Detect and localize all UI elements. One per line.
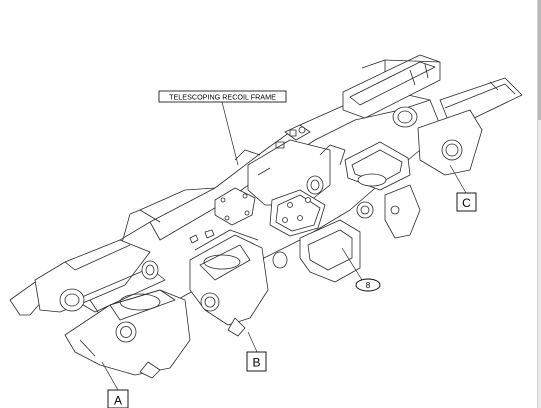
item-8-callout: 8	[355, 278, 381, 292]
left-cover-plate	[214, 187, 256, 226]
label-a-text: A	[114, 394, 122, 408]
center-right-casting	[299, 184, 421, 283]
upper-right-plate	[319, 141, 411, 191]
label-c-text: C	[462, 196, 471, 210]
label-b: B	[246, 351, 267, 372]
right-end-casting	[392, 106, 483, 176]
left-front-frame	[9, 239, 166, 316]
label-a: A	[107, 389, 129, 408]
label-b-text: B	[252, 356, 260, 370]
title-callout: TELESCOPING RECOIL FRAME	[158, 90, 287, 103]
left-lower-casting	[64, 289, 191, 379]
scrollbar-thumb[interactable]	[538, 0, 541, 120]
label-c: C	[456, 192, 477, 212]
callout-title-text: TELESCOPING RECOIL FRAME	[169, 93, 276, 102]
mid-casting	[189, 229, 269, 337]
item-8-text: 8	[366, 281, 371, 290]
upper-right-bracket	[342, 54, 441, 119]
leader-lines	[101, 101, 467, 391]
roller-wheels	[141, 175, 324, 280]
vertical-scrollbar[interactable]	[537, 0, 541, 408]
top-details	[189, 129, 297, 244]
